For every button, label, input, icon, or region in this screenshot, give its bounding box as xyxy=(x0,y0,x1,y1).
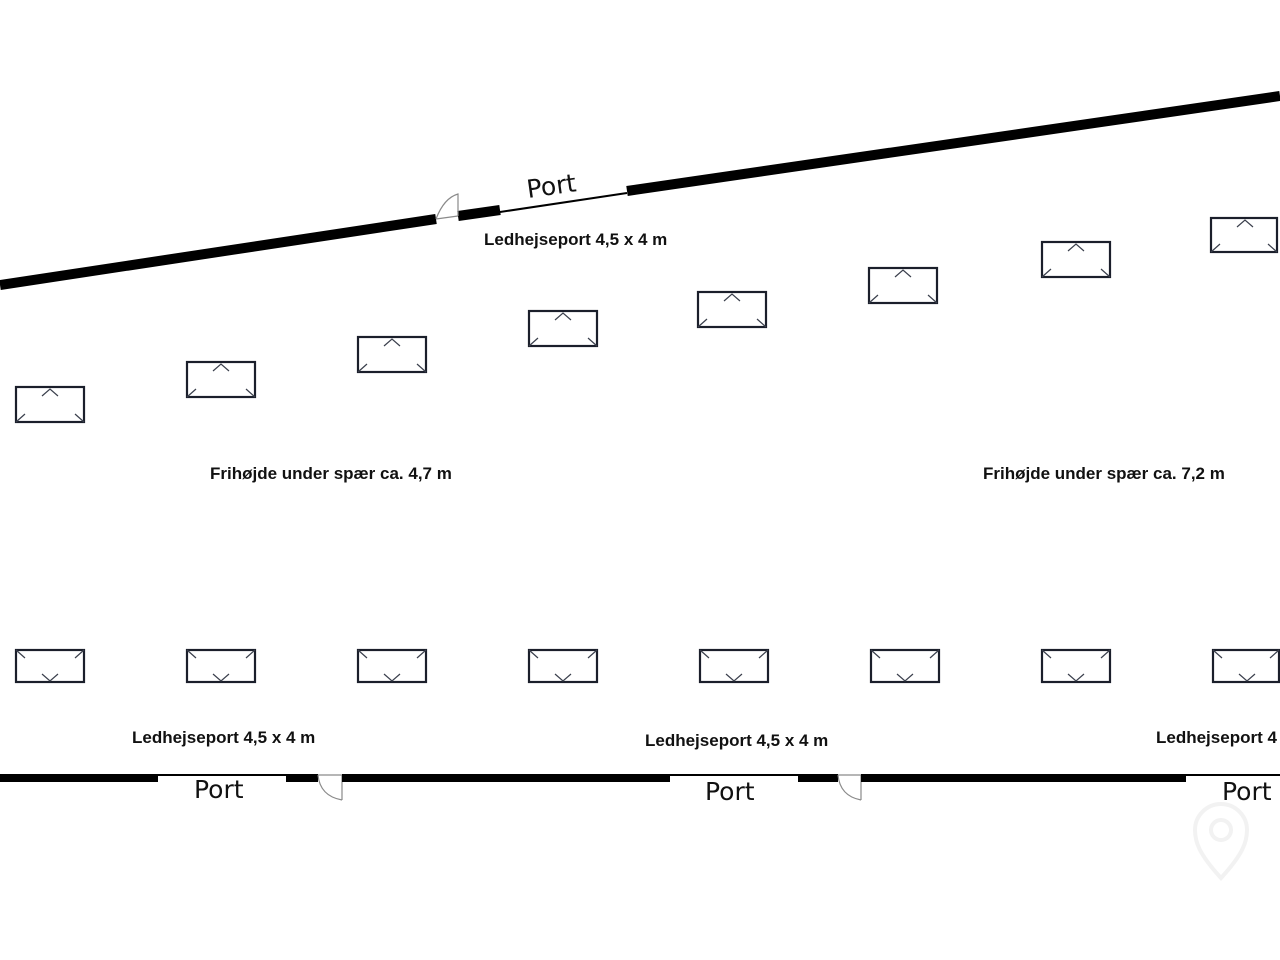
bottom-port-label-1: Port xyxy=(194,775,244,804)
skylight-row-bottom xyxy=(14,648,1280,684)
door-swing-icon xyxy=(837,774,862,801)
skylight-icon xyxy=(867,266,939,305)
right-clearance-label: Frihøjde under spær ca. 7,2 m xyxy=(983,464,1225,483)
skylight-row-top xyxy=(14,216,1279,424)
skylight-icon xyxy=(527,309,599,348)
skylight-icon xyxy=(14,385,86,424)
door-swing-icon xyxy=(317,774,343,801)
top-wall-left-segment xyxy=(0,214,437,290)
top-wall-port-opening xyxy=(499,192,628,213)
skylight-icon xyxy=(185,648,257,684)
skylight-icon xyxy=(356,648,428,684)
skylight-icon xyxy=(698,648,770,684)
bottom-wall xyxy=(0,774,1280,801)
top-port-label: Port xyxy=(525,168,578,204)
top-wall-right-segment xyxy=(626,91,1280,196)
door-swing-icon xyxy=(435,193,459,220)
bottom-gate-label-3: Ledhejseport 4 xyxy=(1156,728,1277,747)
skylight-icon xyxy=(356,335,428,374)
skylight-icon xyxy=(1040,648,1112,684)
skylight-icon xyxy=(1211,648,1280,684)
skylight-icon xyxy=(185,360,257,399)
bottom-gate-label-1: Ledhejseport 4,5 x 4 m xyxy=(132,728,315,747)
top-wall xyxy=(0,91,1280,290)
left-clearance-label: Frihøjde under spær ca. 4,7 m xyxy=(210,464,452,483)
bottom-port-label-2: Port xyxy=(705,777,755,806)
skylight-icon xyxy=(1040,240,1112,279)
skylight-icon xyxy=(1209,216,1279,254)
skylight-icon xyxy=(14,648,86,684)
skylight-icon xyxy=(527,648,599,684)
top-gate-label: Ledhejseport 4,5 x 4 m xyxy=(484,230,667,249)
bottom-gate-label-2: Ledhejseport 4,5 x 4 m xyxy=(645,731,828,750)
bottom-port-label-3: Port xyxy=(1222,777,1272,806)
location-pin-icon xyxy=(1192,802,1250,881)
skylight-icon xyxy=(869,648,941,684)
skylight-icon xyxy=(696,290,768,329)
top-wall-pier xyxy=(457,205,501,221)
